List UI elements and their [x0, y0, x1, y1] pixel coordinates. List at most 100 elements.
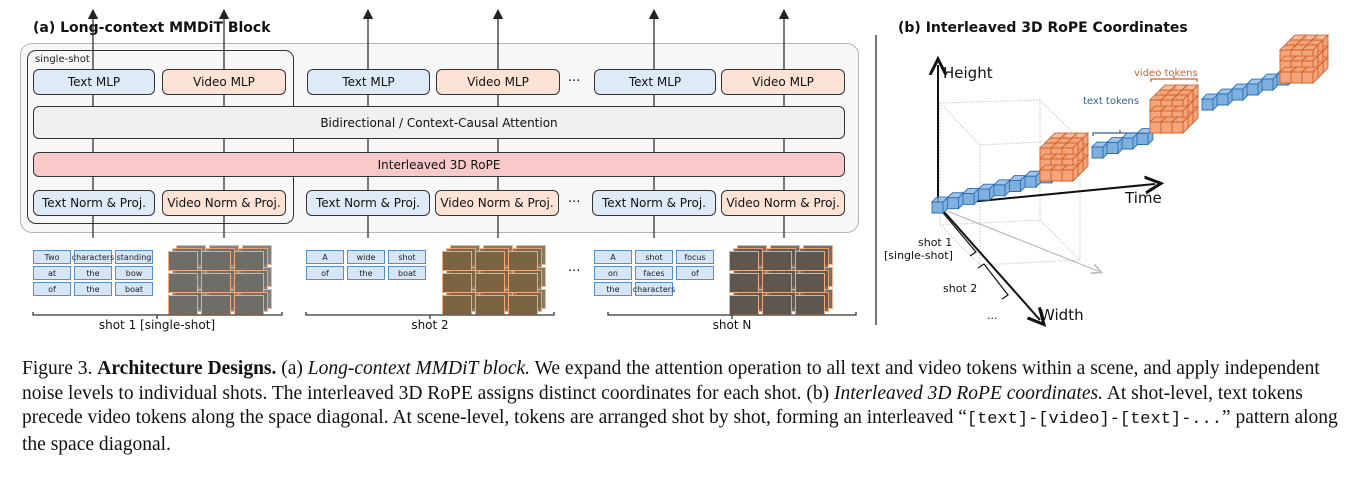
shot1-label: shot 1 [single-shot]	[98, 318, 216, 332]
video-frame-patch	[201, 251, 231, 271]
text-token-cube	[1120, 131, 1140, 151]
text-token: of	[306, 266, 344, 280]
panel-divider	[875, 35, 877, 325]
video-frame-patch	[475, 273, 505, 293]
video-frame-patch	[762, 273, 792, 293]
shot2-label: shot 2	[411, 318, 449, 332]
text-token: shot	[635, 250, 673, 264]
rope-3d-diagram	[880, 33, 1330, 330]
text-token: characters	[72, 250, 114, 264]
caption-pattern: [text]-[video]-[text]-...	[966, 410, 1222, 429]
text-token: the	[347, 266, 385, 280]
text-token: Two	[33, 250, 71, 264]
text-token: at	[33, 266, 71, 280]
caption-a-text: We expand the attention operation to all…	[22, 358, 1320, 404]
height-axis-label: Height	[943, 64, 993, 82]
attention-layer: Bidirectional / Context-Causal Attention	[33, 106, 845, 139]
video-mlp-shot1: Video MLP	[162, 69, 286, 95]
video-tokens-brace	[1150, 76, 1198, 82]
caption-prefix: Figure 3.	[22, 358, 93, 379]
video-frame-patch	[168, 273, 198, 293]
shot1-single-shot-label: [single-shot]	[884, 249, 953, 262]
bounding-box-dotted	[939, 99, 1081, 266]
panel-b-title: (b) Interleaved 3D RoPE Coordinates	[898, 20, 1188, 36]
bracket-shot2	[977, 263, 1009, 300]
video-frame-patch	[795, 273, 825, 293]
ellipsis-norm: ···	[568, 195, 581, 210]
caption-b-title: Interleaved 3D RoPE coordinates.	[834, 382, 1103, 404]
figure-caption: Figure 3. Architecture Designs. (a) Long…	[22, 357, 1352, 457]
text-token-cube	[1008, 174, 1027, 193]
text-token: bow	[115, 266, 153, 280]
video-frames-shot1	[168, 241, 278, 315]
video-frame-patch	[508, 273, 538, 293]
text-token: of	[33, 282, 71, 296]
video-frame-patch	[442, 273, 472, 293]
video-token-cube	[1300, 65, 1320, 85]
caption-a-tag: (a)	[281, 358, 303, 379]
text-token: A	[594, 250, 632, 264]
text-token-cube	[1200, 92, 1220, 112]
video-frame-patch	[442, 251, 472, 271]
video-norm-shot2: Video Norm & Proj.	[435, 190, 559, 216]
ellipsis-shots: ···	[568, 264, 581, 279]
video-mlp-shot2: Video MLP	[436, 69, 560, 95]
brace-shotN	[607, 312, 857, 319]
time-axis-label: Time	[1125, 189, 1162, 207]
text-tokens-label: text tokens	[1083, 96, 1140, 107]
text-token: the	[74, 266, 112, 280]
text-token-cube	[1023, 170, 1043, 189]
text-mlp-shot2: Text MLP	[307, 69, 430, 95]
text-token: the	[74, 282, 112, 296]
video-frame-patch	[795, 251, 825, 271]
shot1-axis-label: shot 1	[918, 236, 953, 249]
width-axis-label: Width	[1040, 306, 1084, 324]
caption-b-tag: (b)	[806, 382, 830, 404]
video-frame-patch	[475, 251, 505, 271]
video-frame-patch	[168, 251, 198, 271]
video-norm-shot1: Video Norm & Proj.	[162, 190, 286, 216]
text-norm-shot2: Text Norm & Proj.	[306, 190, 430, 216]
text-token: standing	[115, 250, 153, 264]
text-token: faces	[635, 266, 673, 280]
text-token-cube	[1245, 77, 1265, 97]
text-token: on	[594, 266, 632, 280]
video-frame-patch	[508, 251, 538, 271]
text-token-cube	[977, 183, 996, 202]
video-frame-patch	[762, 251, 792, 271]
text-token-cube	[1090, 140, 1110, 160]
text-token-cube	[1260, 72, 1280, 92]
text-token: boat	[388, 266, 426, 280]
video-frame-patch	[234, 273, 264, 293]
text-token: wide	[347, 250, 385, 264]
text-token-cube	[930, 195, 950, 215]
caption-suffix: ” pattern along the space diagonal.	[22, 407, 1338, 455]
shotN-label: shot N	[712, 318, 752, 332]
shot-braces	[32, 312, 857, 319]
caption-bold-title: Architecture Designs.	[97, 358, 277, 379]
video-token-cube	[1060, 163, 1080, 183]
text-token: shot	[388, 250, 426, 264]
text-token-cube	[992, 178, 1012, 197]
video-frame-patch	[729, 273, 759, 293]
ellipsis-mlp: ···	[568, 74, 581, 89]
video-frame-patch	[201, 273, 231, 293]
text-token: the	[594, 282, 632, 296]
brace-shot2	[305, 312, 555, 319]
video-tokens-label: video tokens	[1134, 68, 1198, 79]
text-token-cube	[1215, 87, 1235, 107]
text-token: focus	[676, 250, 714, 264]
video-frame-patch	[234, 251, 264, 271]
more-shots-label: ...	[987, 309, 998, 322]
text-norm-shotN: Text Norm & Proj.	[592, 190, 716, 216]
caption-a-title: Long-context MMDiT block.	[307, 358, 531, 379]
text-token: characters	[633, 282, 675, 296]
video-norm-shotN: Video Norm & Proj.	[721, 190, 845, 216]
text-token: of	[676, 266, 714, 280]
text-token-cube	[1230, 82, 1250, 102]
video-frames-shot2	[442, 241, 552, 315]
video-frame-patch	[729, 251, 759, 271]
text-token-cube	[961, 187, 981, 206]
text-token: A	[306, 250, 344, 264]
shot2-axis-label: shot 2	[943, 282, 978, 295]
